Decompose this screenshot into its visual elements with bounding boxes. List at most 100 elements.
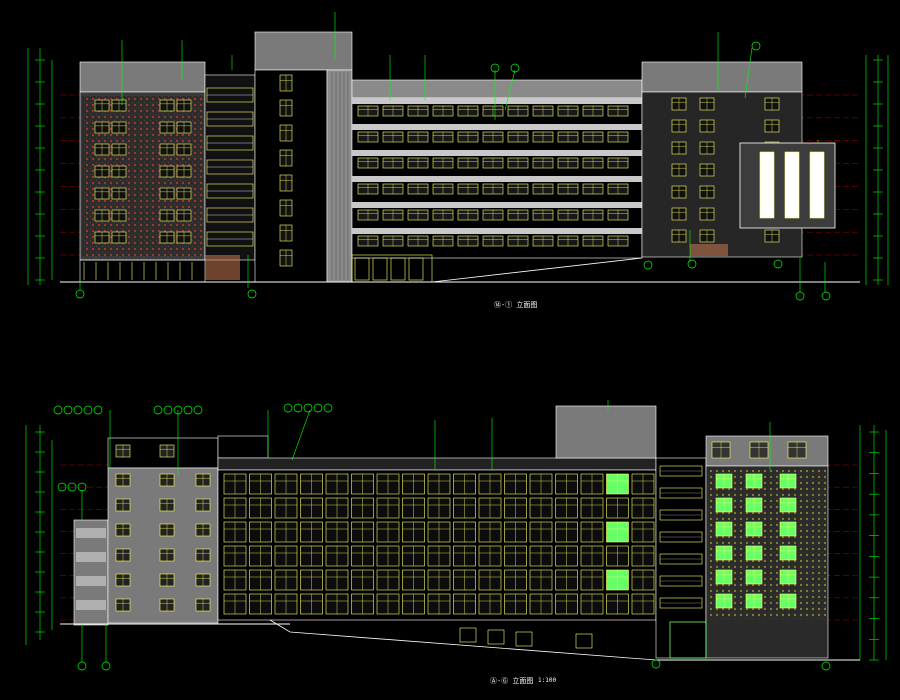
- window: [159, 165, 175, 178]
- stair-windows: [279, 72, 349, 280]
- left-roof-cap: [217, 435, 269, 459]
- window: [382, 157, 404, 169]
- window: [745, 521, 763, 537]
- window: [357, 131, 379, 143]
- window: [382, 235, 404, 247]
- window: [176, 143, 192, 156]
- window: [699, 97, 715, 111]
- window: [115, 498, 131, 512]
- window: [176, 121, 192, 134]
- window: [115, 548, 131, 562]
- window: [115, 598, 131, 612]
- window: [94, 187, 110, 200]
- window: [671, 229, 687, 243]
- axis-bubble: [75, 289, 85, 299]
- window: [357, 183, 379, 195]
- window: [699, 163, 715, 177]
- window: [779, 545, 797, 561]
- window: [111, 187, 127, 200]
- long-facade: [217, 405, 657, 661]
- window: [671, 207, 687, 221]
- window: [482, 105, 504, 117]
- window: [407, 131, 429, 143]
- window: [764, 97, 780, 111]
- window: [432, 235, 454, 247]
- window: [357, 209, 379, 221]
- window: [457, 105, 479, 117]
- window: [699, 119, 715, 133]
- window: [482, 131, 504, 143]
- window: [159, 498, 175, 512]
- annotation-leaders-lower: [81, 400, 771, 662]
- middle-block: [351, 79, 643, 283]
- leader-line: [504, 69, 516, 111]
- left-wing: [73, 519, 109, 626]
- window: [482, 183, 504, 195]
- axis-bubble: [67, 482, 77, 492]
- window: [94, 99, 110, 112]
- axis-bubble: [490, 63, 500, 73]
- wing-band: [76, 576, 106, 586]
- ground-window: [487, 629, 505, 645]
- window: [557, 183, 579, 195]
- axis-bubble: [77, 482, 87, 492]
- axis-bubble: [101, 661, 111, 671]
- left-dimension-chain: [27, 48, 53, 285]
- left-tower-windows: [83, 99, 193, 280]
- window: [671, 163, 687, 177]
- leader-line: [744, 47, 753, 99]
- window: [745, 473, 763, 489]
- axis-bubble: [795, 291, 805, 301]
- window: [195, 473, 211, 487]
- ground-window: [515, 631, 533, 647]
- window: [779, 473, 797, 489]
- vertical-fin: [784, 151, 800, 219]
- window: [382, 105, 404, 117]
- lower-left-windows: [115, 444, 211, 612]
- right-block: [641, 61, 836, 258]
- axis-bubble: [53, 405, 63, 415]
- window: [557, 209, 579, 221]
- window: [749, 441, 769, 459]
- leader-line: [291, 409, 311, 461]
- right-level-ticks-lower: [869, 431, 879, 661]
- window: [159, 523, 175, 537]
- window: [715, 593, 733, 609]
- window: [111, 209, 127, 222]
- window: [407, 157, 429, 169]
- window: [715, 521, 733, 537]
- window: [279, 149, 293, 167]
- window: [532, 131, 554, 143]
- window: [94, 209, 110, 222]
- window: [357, 105, 379, 117]
- window: [159, 209, 175, 222]
- axis-bubble: [651, 659, 661, 669]
- window: [779, 569, 797, 585]
- window: [482, 157, 504, 169]
- window: [111, 165, 127, 178]
- lower-elevation-scale: 1:100: [538, 677, 557, 684]
- window: [111, 231, 127, 244]
- axis-bubble: [57, 482, 67, 492]
- window: [159, 473, 175, 487]
- window: [507, 157, 529, 169]
- window: [357, 157, 379, 169]
- axis-bubble: [93, 405, 103, 415]
- window: [382, 131, 404, 143]
- lower-right-block: [655, 435, 829, 659]
- axis-bubble: [293, 403, 303, 413]
- window: [457, 209, 479, 221]
- axis-bubble: [153, 405, 163, 415]
- window: [159, 444, 175, 458]
- window: [779, 593, 797, 609]
- window: [176, 165, 192, 178]
- window: [764, 229, 780, 243]
- window: [279, 199, 293, 217]
- window: [715, 497, 733, 513]
- wing-band: [76, 600, 106, 610]
- window: [176, 209, 192, 222]
- window: [745, 593, 763, 609]
- slab-band: [352, 176, 642, 182]
- long-facade-windows: [223, 409, 655, 615]
- axis-bubble: [821, 291, 831, 301]
